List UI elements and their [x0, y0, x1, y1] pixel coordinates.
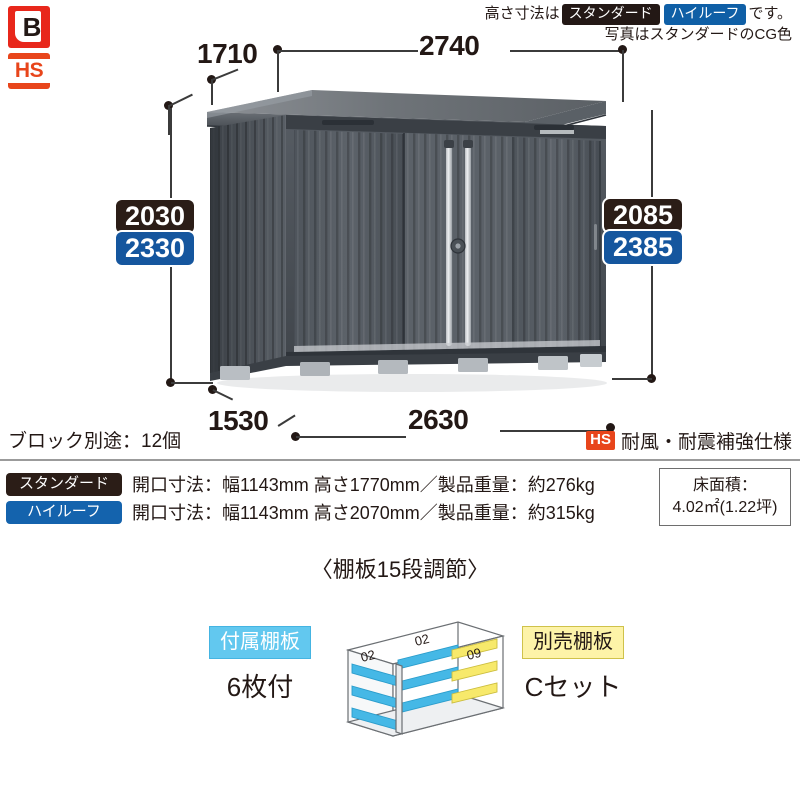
dim-line: [278, 50, 418, 52]
section-divider: [0, 459, 800, 461]
dim-height-left-standard: 2030: [116, 200, 195, 234]
hs-badge-icon: HS: [8, 53, 50, 89]
chip-standard: スタンダード: [561, 4, 660, 25]
spec-table: スタンダード 開口寸法：幅1143mm 高さ1770mm／製品重量：約276kg…: [6, 470, 646, 526]
optional-shelf-tag: 別売棚板: [522, 626, 624, 659]
dim-line: [211, 79, 213, 105]
included-shelf-value: 6枚付: [226, 672, 294, 702]
dim-line: [622, 50, 624, 102]
shelf-label-center: 02: [413, 631, 431, 649]
spec-text-highroof: 開口寸法：幅1143mm 高さ2070mm／製品重量：約315kg: [132, 503, 595, 523]
optional-shelf-value: Cセット: [524, 672, 622, 702]
shelf-label-right: 09: [465, 645, 483, 663]
included-shelf-tag: 付属棚板: [209, 626, 311, 659]
shed-illustration: [206, 90, 607, 392]
hs-reinforcement-note: HS 耐風・耐震補強仕様: [586, 427, 792, 454]
height-note-suffix: です。: [748, 5, 792, 23]
spec-row-standard: スタンダード 開口寸法：幅1143mm 高さ1770mm／製品重量：約276kg: [6, 470, 646, 498]
brand-badges: B HS: [8, 6, 56, 89]
dim-line: [651, 110, 653, 200]
chip-highroof: ハイルーフ: [663, 4, 747, 25]
dim-line: [500, 430, 610, 432]
dim-depth-top: 1710: [197, 38, 258, 69]
dim-height-left-highroof: 2330: [116, 232, 195, 266]
hs-mini-badge-icon: HS: [586, 430, 615, 451]
floor-area-box: 床面積： 4.02㎡(1.22坪): [659, 468, 791, 526]
height-note: 高さ寸法はスタンダードハイルーフです。 写真はスタンダードのCG色: [485, 4, 792, 45]
spec-tag-highroof: ハイルーフ: [6, 500, 122, 524]
dim-height-right-highroof: 2385: [604, 231, 683, 265]
dim-dot: [273, 45, 282, 54]
dim-leader: [211, 68, 239, 81]
height-note-prefix: 高さ寸法は: [484, 5, 560, 23]
dim-depth-bottom: 1530: [208, 405, 269, 436]
badge-b-label: B: [22, 11, 42, 42]
dim-line: [170, 108, 172, 203]
shelf-section-title: 〈棚板15段調節〉: [310, 557, 490, 582]
dim-line: [168, 105, 170, 135]
dim-line: [277, 50, 279, 92]
optional-shelf-block: 別売棚板 Cセット: [498, 626, 648, 704]
dim-line: [296, 436, 406, 438]
dim-dot: [208, 385, 217, 394]
dim-line: [170, 262, 172, 382]
spec-text-standard: 開口寸法：幅1143mm 高さ1770mm／製品重量：約276kg: [132, 475, 595, 495]
dim-height-right-standard: 2085: [604, 199, 683, 233]
dim-leader: [277, 414, 296, 427]
dim-dot: [618, 45, 627, 54]
hs-badge-label: HS: [14, 59, 44, 82]
floor-area-value: 4.02㎡(1.22坪): [672, 499, 778, 516]
height-note-line1: 高さ寸法はスタンダードハイルーフです。: [485, 4, 792, 25]
hs-badge-inner: HS: [8, 59, 50, 83]
block-note: ブロック別途：12個: [8, 431, 182, 452]
dim-dot: [166, 378, 175, 387]
spec-row-highroof: ハイルーフ 開口寸法：幅1143mm 高さ2070mm／製品重量：約315kg: [6, 498, 646, 526]
dim-dot: [606, 423, 615, 432]
dim-width-bottom: 2630: [408, 404, 469, 435]
block-badge-icon: B: [8, 6, 50, 48]
dim-width-top: 2740: [419, 30, 480, 61]
shelf-label-left: 02: [359, 647, 377, 665]
dim-dot: [291, 432, 300, 441]
dim-line: [510, 50, 622, 52]
shelf-layout-diagram: 02 02 09: [345, 621, 506, 737]
photo-color-note: 写真はスタンダードのCG色: [604, 25, 792, 43]
hs-note-text: 耐風・耐震補強仕様: [620, 432, 792, 453]
spec-tag-standard: スタンダード: [6, 472, 122, 496]
dim-line: [612, 378, 652, 380]
dim-line: [651, 262, 653, 378]
included-shelf-block: 付属棚板 6枚付: [190, 626, 330, 704]
floor-area-label: 床面積：: [692, 477, 757, 495]
dim-line: [171, 382, 213, 384]
badge-page-shape: [15, 11, 41, 42]
